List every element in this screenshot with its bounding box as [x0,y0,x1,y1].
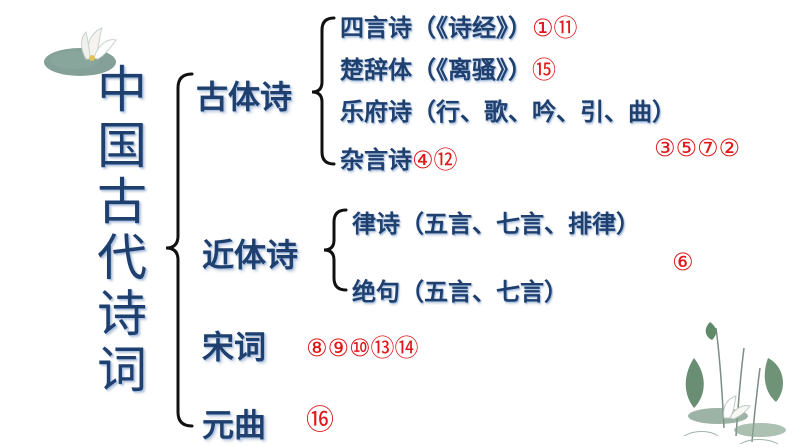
item-siyanshi: 四言诗（《诗经》）①⑪ [340,8,578,43]
item-numbers: ④⑫ [412,146,458,174]
item-yuefushi-numbers: ③⑤⑦② [654,134,741,162]
item-label: 楚辞体（《离骚》） [340,56,532,84]
category-songci: 宋词 [202,328,267,366]
lotus-leaf-flower-icon [44,27,117,76]
item-chucti: 楚辞体（《离骚》）⑮ [340,50,556,85]
item-zayanshi: 杂言诗④⑫ [340,140,458,175]
item-numbers: ①⑪ [532,14,578,42]
yuanqu-numbers: ⑯ [306,403,335,436]
item-label: 乐府诗（行、歌、吟、引、曲） [340,98,676,126]
item-jueju: 绝句（五言、七言） [352,272,568,307]
title-char: 诗 [97,285,147,343]
title-char: 国 [97,117,147,175]
category-jintishi: 近体诗 [202,236,299,274]
item-label: 律诗（五言、七言、排律） [352,210,640,238]
item-label: 杂言诗 [340,146,412,174]
lotus-pond-illustration [683,322,786,445]
jintishi-bracket [323,208,348,292]
category-yuanqu: 元曲 [202,406,267,444]
title-char: 词 [97,341,147,399]
item-lvshi-numbers: ⑥ [672,248,694,276]
gutishi-bracket [311,16,336,166]
main-bracket [165,72,194,428]
title-char: 古 [97,173,147,231]
item-lvshi: 律诗（五言、七言、排律） [352,204,640,239]
item-yuefushi: 乐府诗（行、歌、吟、引、曲） [340,92,676,127]
songci-numbers: ⑧⑨⑩⑬⑭ [306,334,419,362]
item-label: 四言诗（《诗经》） [340,14,532,42]
main-title: 中 国 古 代 诗 词 [92,62,152,398]
category-gutishi: 古体诗 [196,78,293,116]
title-char: 代 [97,229,147,287]
item-numbers: ⑮ [532,56,556,84]
item-label: 绝句（五言、七言） [352,278,568,306]
title-char: 中 [97,61,147,119]
